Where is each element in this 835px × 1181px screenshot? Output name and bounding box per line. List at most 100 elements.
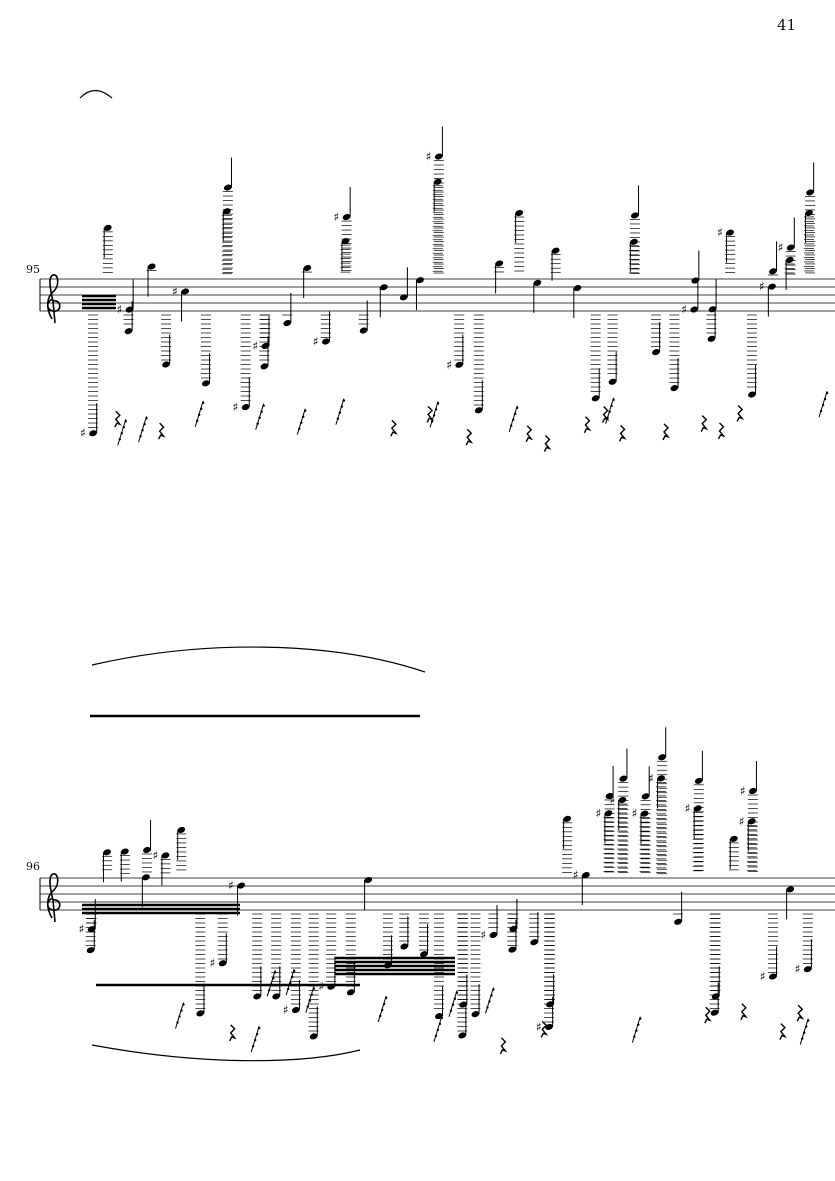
sharp-icon: ♯: [778, 241, 784, 255]
grace-note: [490, 994, 493, 997]
grace-note: [516, 406, 519, 409]
grace-note: [608, 410, 611, 414]
note-head: [434, 153, 443, 160]
grace-note: [430, 420, 434, 423]
note-head: [218, 960, 227, 967]
grace-note: [258, 416, 261, 419]
sharp-icon: ♯: [283, 1003, 289, 1017]
note-head: [652, 349, 660, 356]
sharp-icon: ♯: [233, 400, 239, 414]
note-head: [573, 285, 582, 292]
rest-icon: [618, 424, 627, 442]
grace-note: [272, 977, 275, 980]
note-head: [495, 260, 504, 267]
note-head: [223, 184, 232, 191]
note-head: [806, 189, 814, 196]
treble-clef-icon: [46, 873, 61, 923]
note-head: [474, 407, 483, 414]
grace-note: [308, 999, 312, 1002]
grace-note: [300, 421, 303, 424]
grace-note: [801, 1037, 804, 1040]
note-head: [748, 391, 756, 398]
grace-note: [449, 1009, 453, 1012]
grace-note: [310, 993, 314, 996]
sharp-icon: ♯: [426, 150, 432, 164]
note-head: [690, 306, 699, 313]
note-head: [399, 294, 408, 301]
rest-icon: [390, 419, 398, 437]
rest-icon: [114, 410, 122, 428]
note-head: [459, 1001, 468, 1008]
grace-note: [199, 407, 203, 411]
rest-icon: [779, 1023, 787, 1040]
grace-note: [122, 426, 125, 429]
note-head: [657, 775, 665, 782]
note-head: [551, 247, 560, 254]
rest-icon: [796, 1004, 805, 1022]
grace-note: [432, 414, 436, 417]
note-head: [202, 380, 210, 387]
note-head: [89, 430, 97, 437]
note-head: [605, 792, 614, 800]
treble-clef-icon: [46, 873, 61, 923]
grace-note: [434, 1034, 438, 1038]
grace-note: [118, 438, 121, 441]
sharp-icon: ♯: [228, 879, 234, 893]
rest-icon: [540, 1020, 549, 1038]
note-head: [161, 852, 170, 859]
sharp-icon: ♯: [480, 928, 486, 942]
note-head: [400, 943, 409, 950]
grace-note: [257, 1026, 261, 1030]
note-head: [670, 385, 679, 392]
note-head: [748, 787, 757, 795]
grace-note: [807, 1019, 810, 1022]
sharp-icon: ♯: [536, 1020, 542, 1034]
note-head: [768, 283, 776, 290]
rest-icon: [740, 1003, 748, 1021]
treble-clef-icon: [46, 274, 61, 324]
rest-icon: [736, 404, 745, 422]
note-head: [143, 846, 151, 854]
rest-icon: [704, 1006, 712, 1024]
grace-note: [805, 1025, 808, 1028]
note-head: [747, 818, 756, 825]
rest-icon: [583, 416, 592, 434]
note-head: [124, 328, 133, 335]
note-head: [618, 796, 627, 804]
note-head: [103, 849, 111, 856]
sharp-icon: ♯: [760, 970, 766, 984]
rest-icon: [717, 422, 726, 440]
note-head: [455, 361, 464, 368]
note-head: [283, 320, 292, 327]
sharp-icon: ♯: [80, 426, 86, 440]
sharp-icon: ♯: [573, 868, 579, 882]
note-head: [509, 925, 518, 932]
grace-note: [606, 416, 609, 420]
note-head: [341, 238, 350, 245]
grace-note: [251, 1044, 255, 1048]
note-head: [803, 966, 812, 973]
grace-note: [312, 987, 316, 990]
note-head: [508, 946, 517, 953]
note-head: [546, 1001, 554, 1008]
grace-note: [197, 413, 201, 417]
grace-note: [438, 1022, 442, 1026]
grace-note: [262, 404, 265, 407]
page-number: 41: [777, 16, 797, 34]
note-head: [142, 874, 150, 881]
note-head: [641, 793, 650, 800]
grace-note: [486, 1006, 489, 1009]
sharp-icon: ♯: [681, 302, 687, 316]
grace-note: [302, 415, 305, 418]
grace-note: [455, 991, 459, 994]
treble-clef-icon: [46, 274, 61, 324]
slur: [79, 89, 113, 99]
note-head: [515, 209, 524, 217]
grace-note: [385, 996, 388, 1000]
note-head: [272, 993, 281, 1000]
note-head: [261, 342, 270, 349]
grace-note: [306, 1005, 310, 1008]
grace-note: [451, 1003, 455, 1006]
